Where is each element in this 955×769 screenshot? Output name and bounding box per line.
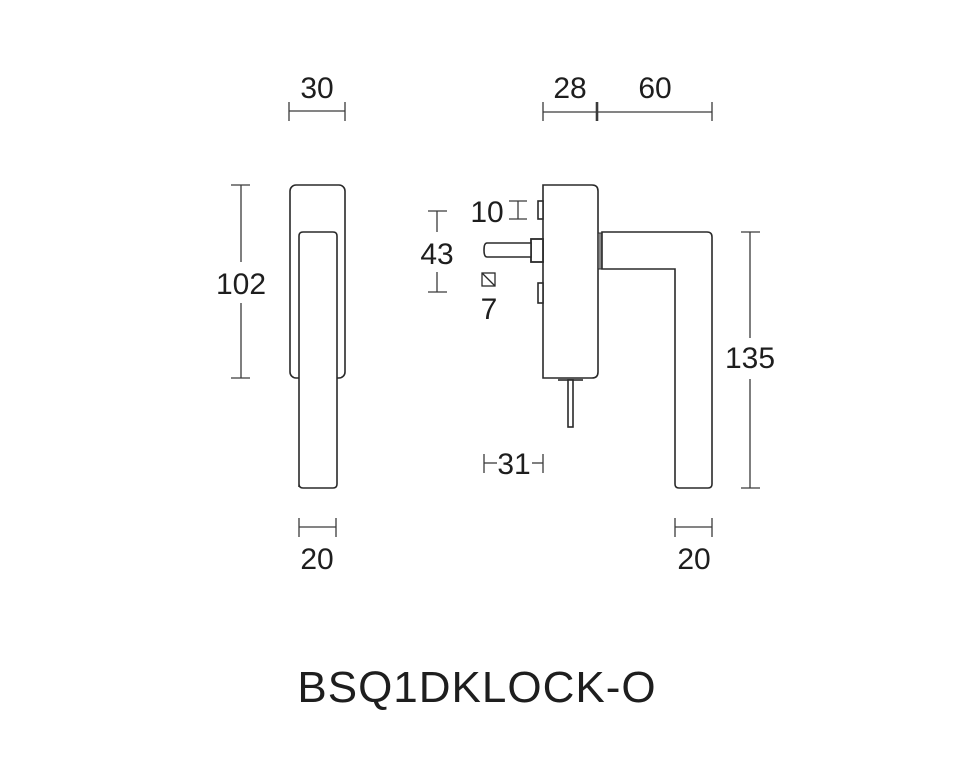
- lock-pin: [567, 379, 574, 428]
- dimension-spindle-square: 7: [481, 272, 498, 326]
- label-lever-length: 135: [725, 342, 775, 375]
- dimension-spindle-offset: 43: [420, 210, 454, 293]
- lever-front: [298, 231, 338, 489]
- label-spindle-length: 31: [497, 448, 530, 481]
- label-width-bottom: 20: [300, 543, 333, 576]
- square-icon: [481, 272, 496, 287]
- lever-side: [601, 231, 713, 489]
- spindle-boss: [530, 238, 544, 263]
- label-width-top: 30: [300, 72, 333, 105]
- label-height: 102: [216, 268, 266, 301]
- dimension-depth: 28: [542, 72, 599, 121]
- side-view: 28 60 10 43 7: [420, 72, 775, 576]
- screw-bottom: [537, 282, 544, 304]
- dimension-height: 102: [216, 184, 266, 379]
- front-view: 30 102 20: [216, 72, 346, 576]
- label-lever-width: 20: [677, 543, 710, 576]
- label-spindle-square: 7: [481, 293, 498, 326]
- dimension-screw: 10: [470, 196, 527, 229]
- rose-body-side: [542, 184, 599, 379]
- dimension-spindle-length: 31: [483, 448, 544, 481]
- label-screw-spacing: 10: [470, 196, 503, 229]
- spindle: [483, 242, 532, 258]
- dimension-lever-width: 20: [674, 518, 713, 576]
- dimension-width-bottom: 20: [298, 518, 337, 576]
- label-handle-projection: 60: [638, 72, 671, 105]
- screw-top: [537, 200, 544, 220]
- product-code: BSQ1DKLOCK-O: [297, 663, 656, 712]
- dimension-projection: 60: [597, 72, 713, 121]
- dimension-lever-length: 135: [725, 231, 775, 489]
- label-spindle-offset: 43: [420, 238, 453, 271]
- dimension-width-top: 30: [288, 72, 346, 121]
- label-rose-depth: 28: [553, 72, 586, 105]
